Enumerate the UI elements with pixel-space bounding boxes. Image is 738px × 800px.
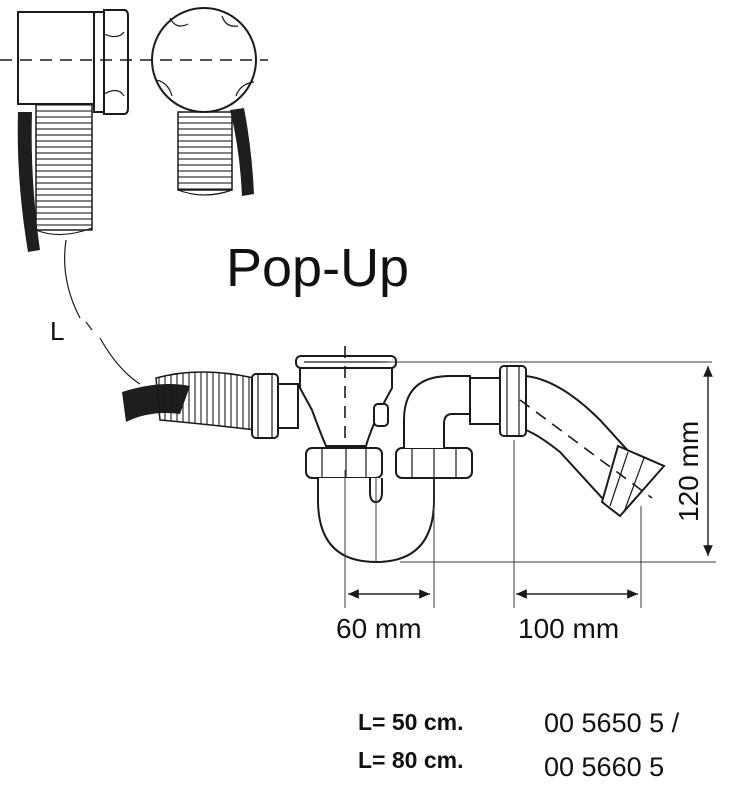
- variant-code-1: 00 5650 5 /: [544, 708, 680, 738]
- hose-length-label: L: [50, 316, 64, 346]
- variant-length-1: L= 50 cm.: [358, 709, 463, 735]
- overflow-side-view: [0, 9, 138, 319]
- variant-table: L= 50 cm. 00 5650 5 / L= 80 cm. 00 5660 …: [358, 708, 680, 782]
- variant-code-2: 00 5660 5: [544, 752, 664, 782]
- height-label: 120 mm: [673, 421, 704, 522]
- trap-assembly: [122, 346, 712, 564]
- variant-length-2: L= 80 cm.: [358, 747, 463, 773]
- trap-width-label: 60 mm: [336, 613, 422, 644]
- outlet-width-dimension: 100 mm: [513, 440, 642, 644]
- outlet-width-label: 100 mm: [518, 613, 619, 644]
- height-dimension: 120 mm: [400, 366, 716, 563]
- diagram-title: Pop-Up: [226, 238, 409, 298]
- overflow-front-view: [140, 7, 268, 196]
- trap-width-dimension: 60 mm: [336, 470, 435, 644]
